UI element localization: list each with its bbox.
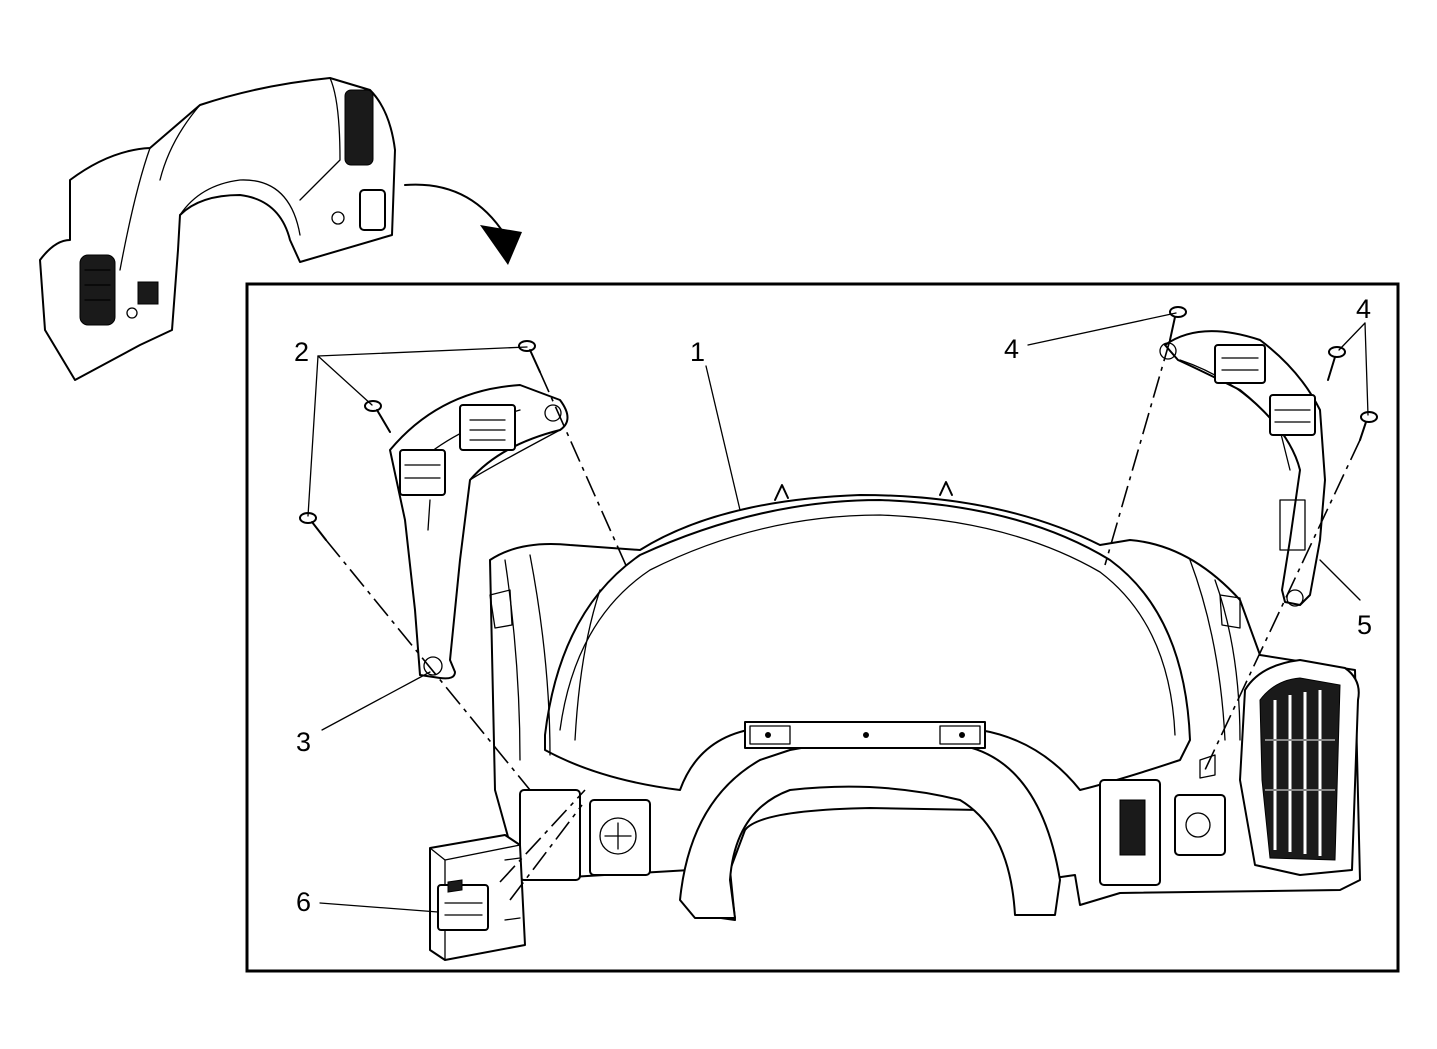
right-bracket [1174, 794, 1226, 856]
overview-connector [137, 281, 159, 305]
assembly-lines [325, 339, 1361, 901]
callout-2: 2 [294, 337, 309, 367]
electronic-module [429, 834, 526, 961]
left-bezel-connector [459, 404, 516, 451]
overview-switch [359, 189, 386, 231]
callout-6: 6 [296, 887, 311, 917]
left-trim-bezel [389, 384, 569, 680]
right-bezel-switch [1269, 394, 1316, 436]
callout-4-right: 4 [1356, 294, 1371, 324]
direction-arrow [404, 183, 522, 265]
callout-5: 5 [1357, 610, 1372, 640]
right-trim-bezel [1159, 330, 1326, 607]
overview-knob-icon [331, 211, 345, 225]
screw-left-mid-icon [364, 400, 391, 433]
screw-left-top-icon [518, 340, 541, 373]
callout-3: 3 [296, 727, 311, 757]
screw-right-mid-icon [1327, 346, 1346, 381]
callout-4-left: 4 [1004, 334, 1019, 364]
screws [299, 306, 1378, 541]
screw-right-low-icon [1359, 411, 1378, 441]
screw-left-low-icon [299, 512, 327, 541]
left-bezel-switch [399, 449, 446, 496]
left-knob-pocket [589, 799, 651, 876]
detail-frame [245, 282, 1400, 973]
callout-labels: 1 2 3 4 4 5 6 [294, 294, 1372, 917]
right-bezel-connector [1214, 344, 1266, 384]
instrument-cluster-bezel [489, 481, 1361, 921]
overview-right-vent [344, 89, 374, 166]
overview-inset [39, 77, 396, 381]
left-switch-opening [519, 789, 581, 881]
leader-lines [307, 312, 1369, 913]
left-knob-icon [599, 817, 637, 855]
overview-left-vent [79, 254, 116, 326]
screw-right-top-icon [1169, 306, 1187, 341]
callout-1: 1 [690, 337, 705, 367]
module-connector [437, 884, 489, 931]
